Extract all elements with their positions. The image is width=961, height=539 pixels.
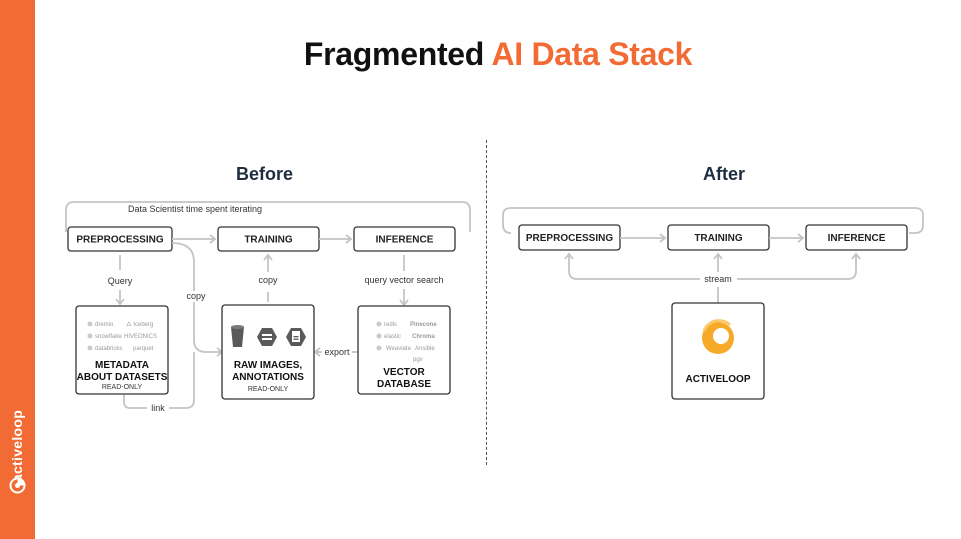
section-divider <box>486 140 487 465</box>
vector-logo-4: Chroma <box>412 334 435 340</box>
stream-connector <box>568 254 700 280</box>
gcs-icon <box>286 328 306 346</box>
vector-logo-3: elastic <box>384 334 401 340</box>
after-inference-label: INFERENCE <box>828 233 886 244</box>
elastic-logo-icon <box>376 333 382 339</box>
before-inference-label: INFERENCE <box>376 235 434 246</box>
raw-images-title-line1: RAW IMAGES, <box>234 360 303 371</box>
query-vector-label: query vector search <box>364 275 443 285</box>
page-title: Fragmented AI Data Stack <box>35 36 961 73</box>
vector-logo-6: Ansible <box>415 346 435 352</box>
vector-db-box <box>357 305 451 395</box>
link-label: link <box>151 403 165 413</box>
vector-logo-2: Pinecone <box>410 322 437 328</box>
redis-logo-icon <box>376 321 382 327</box>
copy-side-label: copy <box>186 291 206 301</box>
metadata-logo-4: HIVEONICS <box>124 334 157 340</box>
equals-icon <box>257 328 277 346</box>
metadata-logo-1: dremio <box>95 322 114 328</box>
weaviate-logo-icon <box>376 345 382 351</box>
export-label: export <box>324 347 350 357</box>
after-heading: After <box>703 164 746 184</box>
copy-up-label: copy <box>258 275 278 285</box>
metadata-subtitle: READ-ONLY <box>102 384 143 391</box>
loop-label-bg <box>128 204 263 216</box>
after-preprocessing-label: PREPROCESSING <box>526 233 613 244</box>
loop-label: Data Scientist time spent iterating <box>128 204 262 214</box>
activeloop-ring-icon <box>702 319 734 354</box>
link-line-left <box>123 395 147 409</box>
copy-side-arrow <box>171 242 222 353</box>
s3-bucket-icon <box>231 325 244 347</box>
raw-images-subtitle: READ-ONLY <box>248 386 289 393</box>
dremio-logo-icon <box>87 321 93 327</box>
stream-label: stream <box>704 274 732 284</box>
title-accent: AI Data Stack <box>491 36 693 72</box>
activeloop-logo-icon <box>9 477 26 494</box>
before-heading: Before <box>236 164 294 184</box>
vector-logo-7: pgv <box>413 357 423 363</box>
title-main: Fragmented <box>303 36 492 72</box>
brand: activeloop <box>1 400 33 500</box>
databricks-logo-icon <box>87 345 93 351</box>
activeloop-label: ACTIVELOOP <box>685 374 750 385</box>
metadata-title-line2: ABOUT DATASETS <box>77 372 168 383</box>
vector-logo-1: redis <box>384 322 397 328</box>
before-training-label: TRAINING <box>244 235 293 246</box>
metadata-logo-2: ᗋ Iceberg <box>126 321 153 328</box>
after-training-label: TRAINING <box>694 233 743 244</box>
metadata-title-line1: METADATA <box>95 360 149 371</box>
metadata-box <box>75 305 169 395</box>
vector-logo-5: Weaviate <box>386 346 412 352</box>
before-iteration-loop <box>65 201 471 232</box>
after-iteration-loop <box>502 207 924 234</box>
metadata-logo-3: snowflake <box>95 334 122 340</box>
before-preprocessing-label: PREPROCESSING <box>76 235 163 246</box>
vector-db-title-line2: DATABASE <box>377 379 431 390</box>
sidebar: activeloop <box>0 0 35 539</box>
query-label: Query <box>108 276 133 286</box>
metadata-logo-5: databricks <box>95 346 122 352</box>
snowflake-logo-icon <box>87 333 93 339</box>
vector-db-title-line1: VECTOR <box>383 367 425 378</box>
raw-images-title-line2: ANNOTATIONS <box>232 372 304 383</box>
after-inference-box <box>805 224 908 251</box>
link-line-right <box>169 352 195 409</box>
before-inference-box <box>353 226 456 252</box>
metadata-logo-6: parquet <box>133 346 154 352</box>
raw-images-box <box>221 304 315 400</box>
